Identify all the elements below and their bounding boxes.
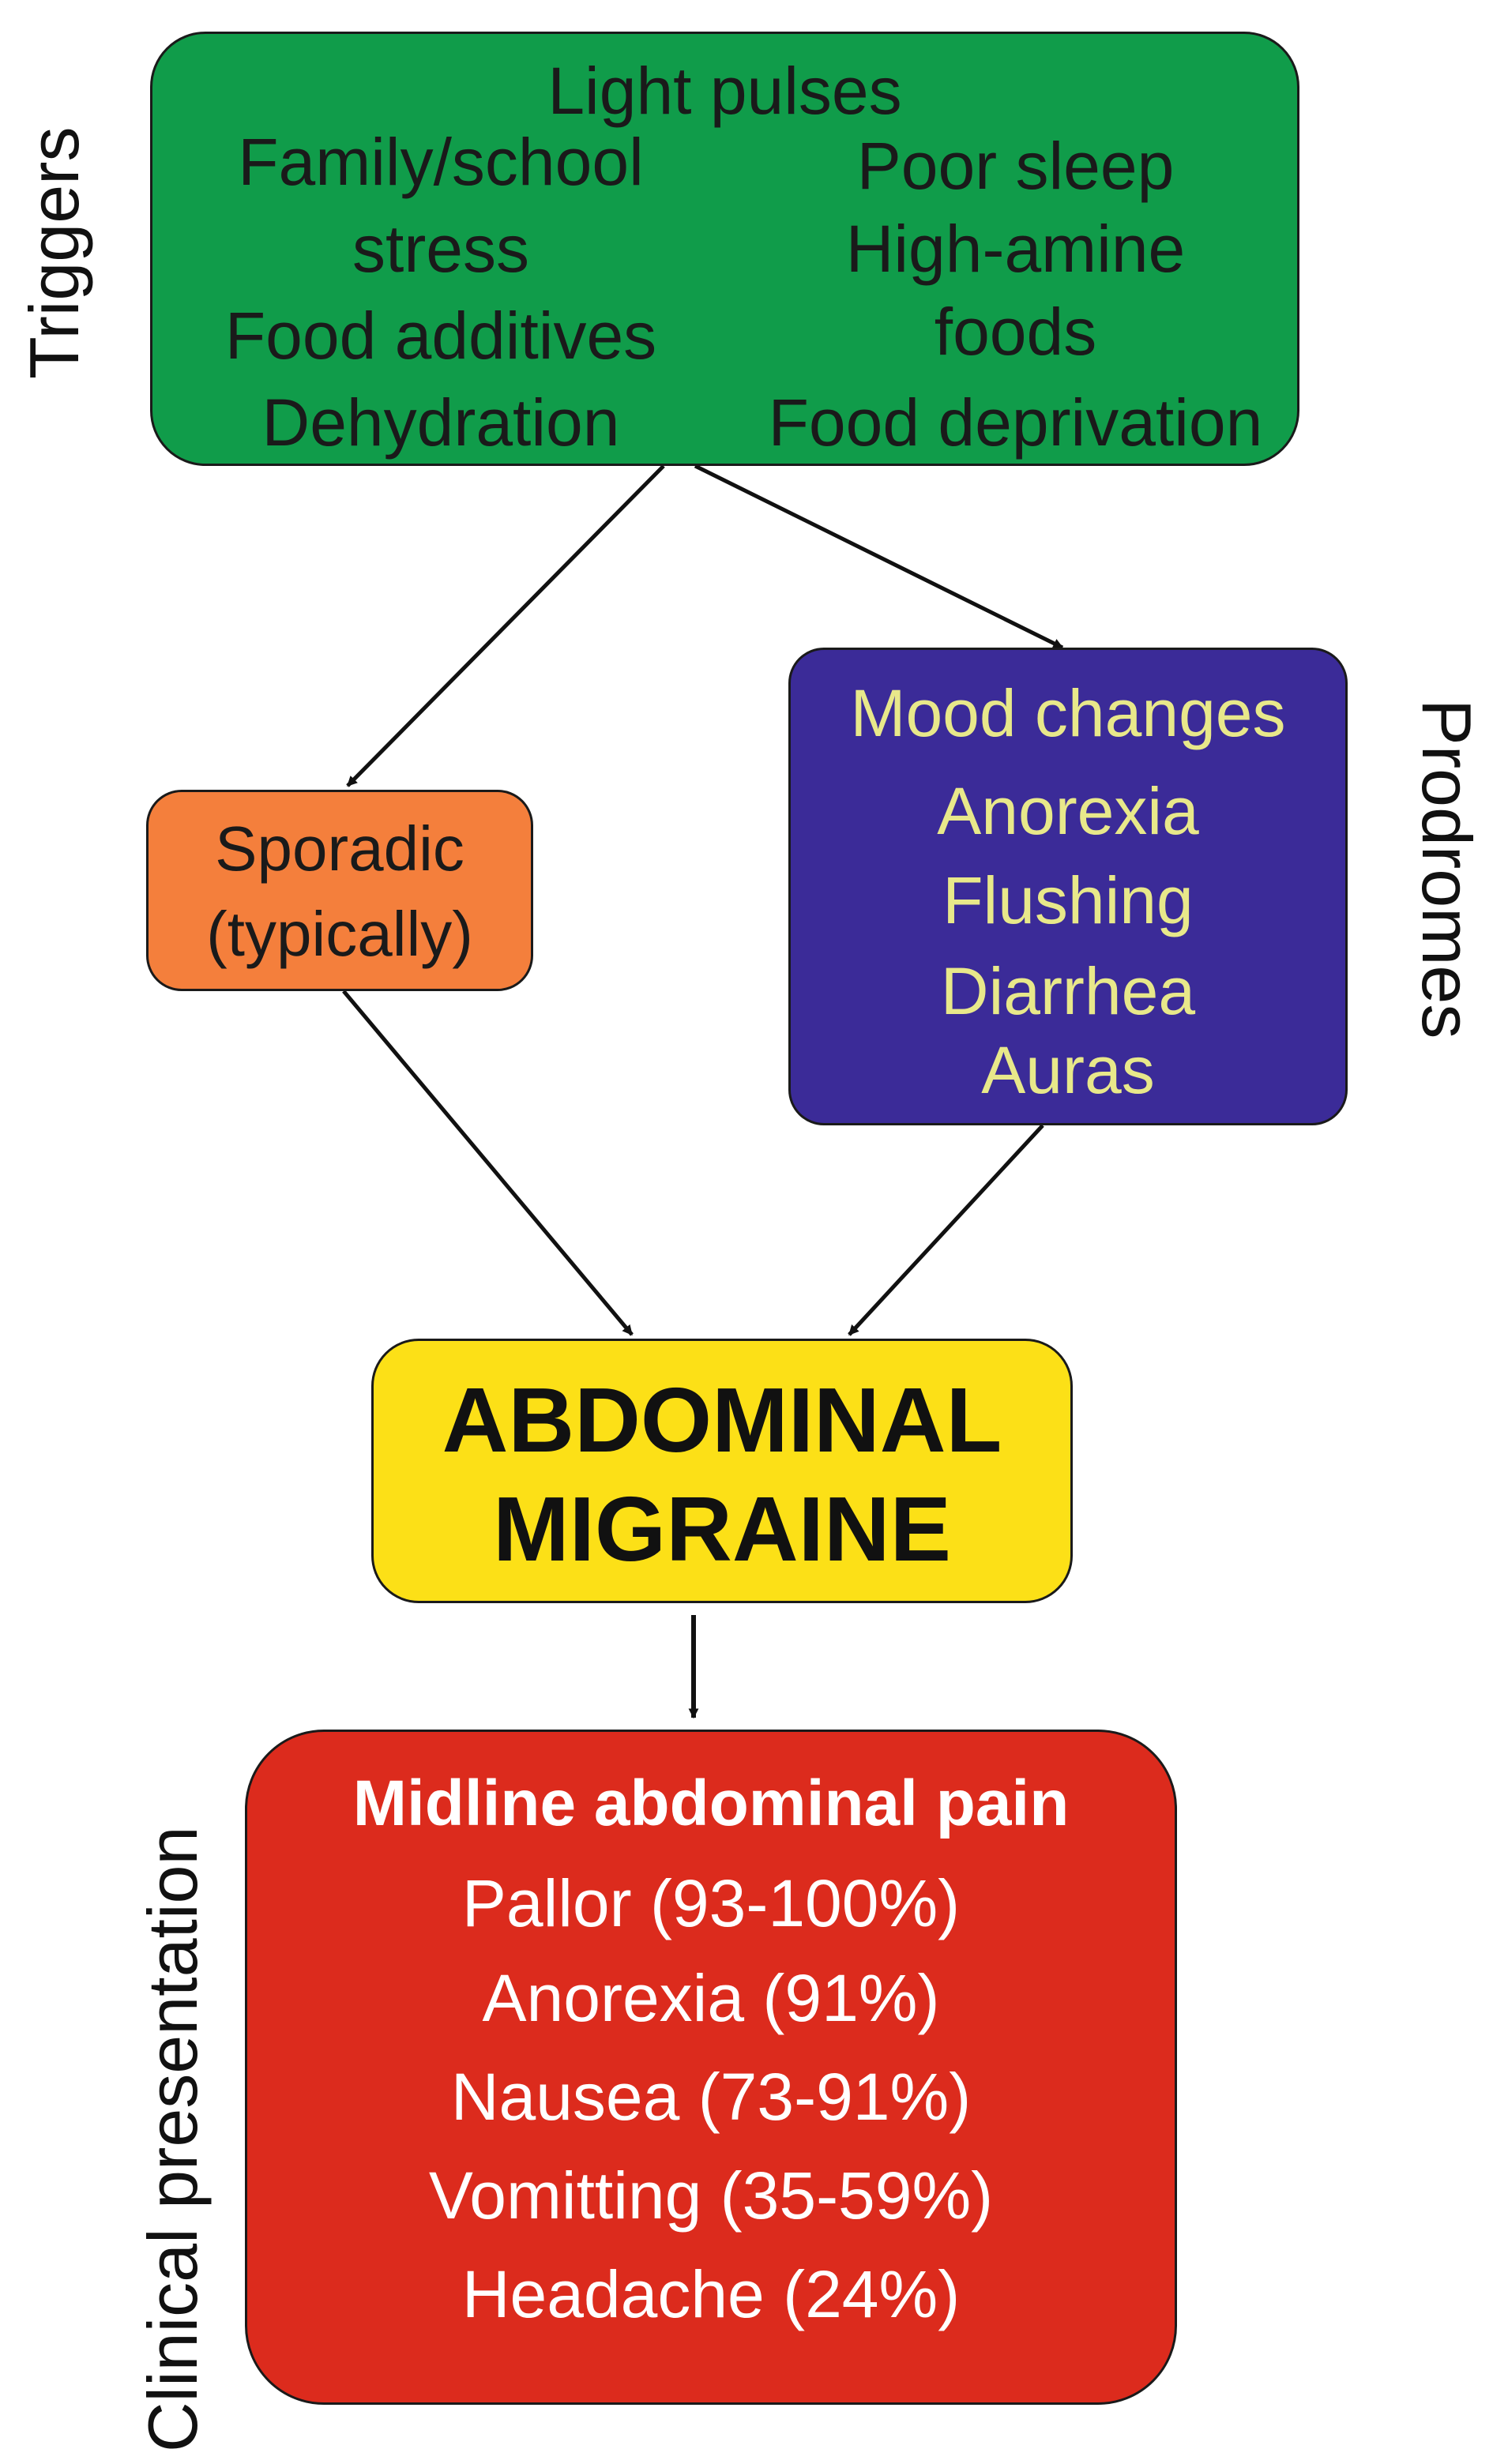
arrow-prodromes-to-migraine (848, 1124, 1044, 1336)
sporadic-box: Sporadic (typically) (146, 790, 533, 991)
triggers-box: Light pulses Family/school stress Food a… (150, 32, 1299, 466)
prodrome-diarrhea: Diarrhea (940, 954, 1196, 1028)
prodrome-mood-changes: Mood changes (850, 676, 1286, 750)
clinical-presentation-box: Midline abdominal pain Pallor (93-100%) … (245, 1730, 1177, 2405)
trigger-light-pulses: Light pulses (547, 54, 902, 128)
trigger-poor-sleep: Poor sleep (856, 129, 1175, 203)
sporadic-line-1: Sporadic (215, 813, 464, 884)
clinical-item-anorexia: Anorexia (91%) (482, 1961, 940, 2035)
clinical-item-pallor: Pallor (93-100%) (461, 1866, 961, 1940)
prodrome-auras: Auras (981, 1033, 1155, 1107)
arrow-triggers-to-sporadic (346, 464, 665, 787)
clinical-item-headache: Headache (24%) (461, 2257, 961, 2331)
prodrome-anorexia: Anorexia (937, 774, 1199, 848)
prodrome-flushing: Flushing (942, 863, 1194, 937)
clinical-item-nausea: Nausea (73-91%) (450, 2060, 972, 2134)
abdominal-migraine-line-1: ABDOMINAL (442, 1369, 1002, 1471)
trigger-stress: stress (352, 212, 530, 286)
trigger-foods: foods (934, 295, 1097, 369)
clinical-heading: Midline abdominal pain (352, 1767, 1070, 1839)
trigger-family-school: Family/school (238, 125, 644, 199)
trigger-food-additives: Food additives (224, 299, 657, 373)
arrow-triggers-to-prodromes (694, 464, 1064, 650)
trigger-dehydration: Dehydration (261, 385, 620, 460)
sporadic-line-2: (typically) (206, 899, 473, 969)
abdominal-migraine-box: ABDOMINAL MIGRAINE (371, 1339, 1073, 1603)
prodromes-box: Mood changes Anorexia Flushing Diarrhea … (788, 648, 1348, 1125)
trigger-food-deprivation: Food deprivation (768, 385, 1263, 460)
clinical-item-vomitting: Vomitting (35-59%) (428, 2158, 994, 2233)
arrow-sporadic-to-migraine (342, 990, 634, 1336)
abdominal-migraine-line-2: MIGRAINE (493, 1478, 951, 1580)
trigger-high-amine: High-amine (845, 212, 1186, 286)
